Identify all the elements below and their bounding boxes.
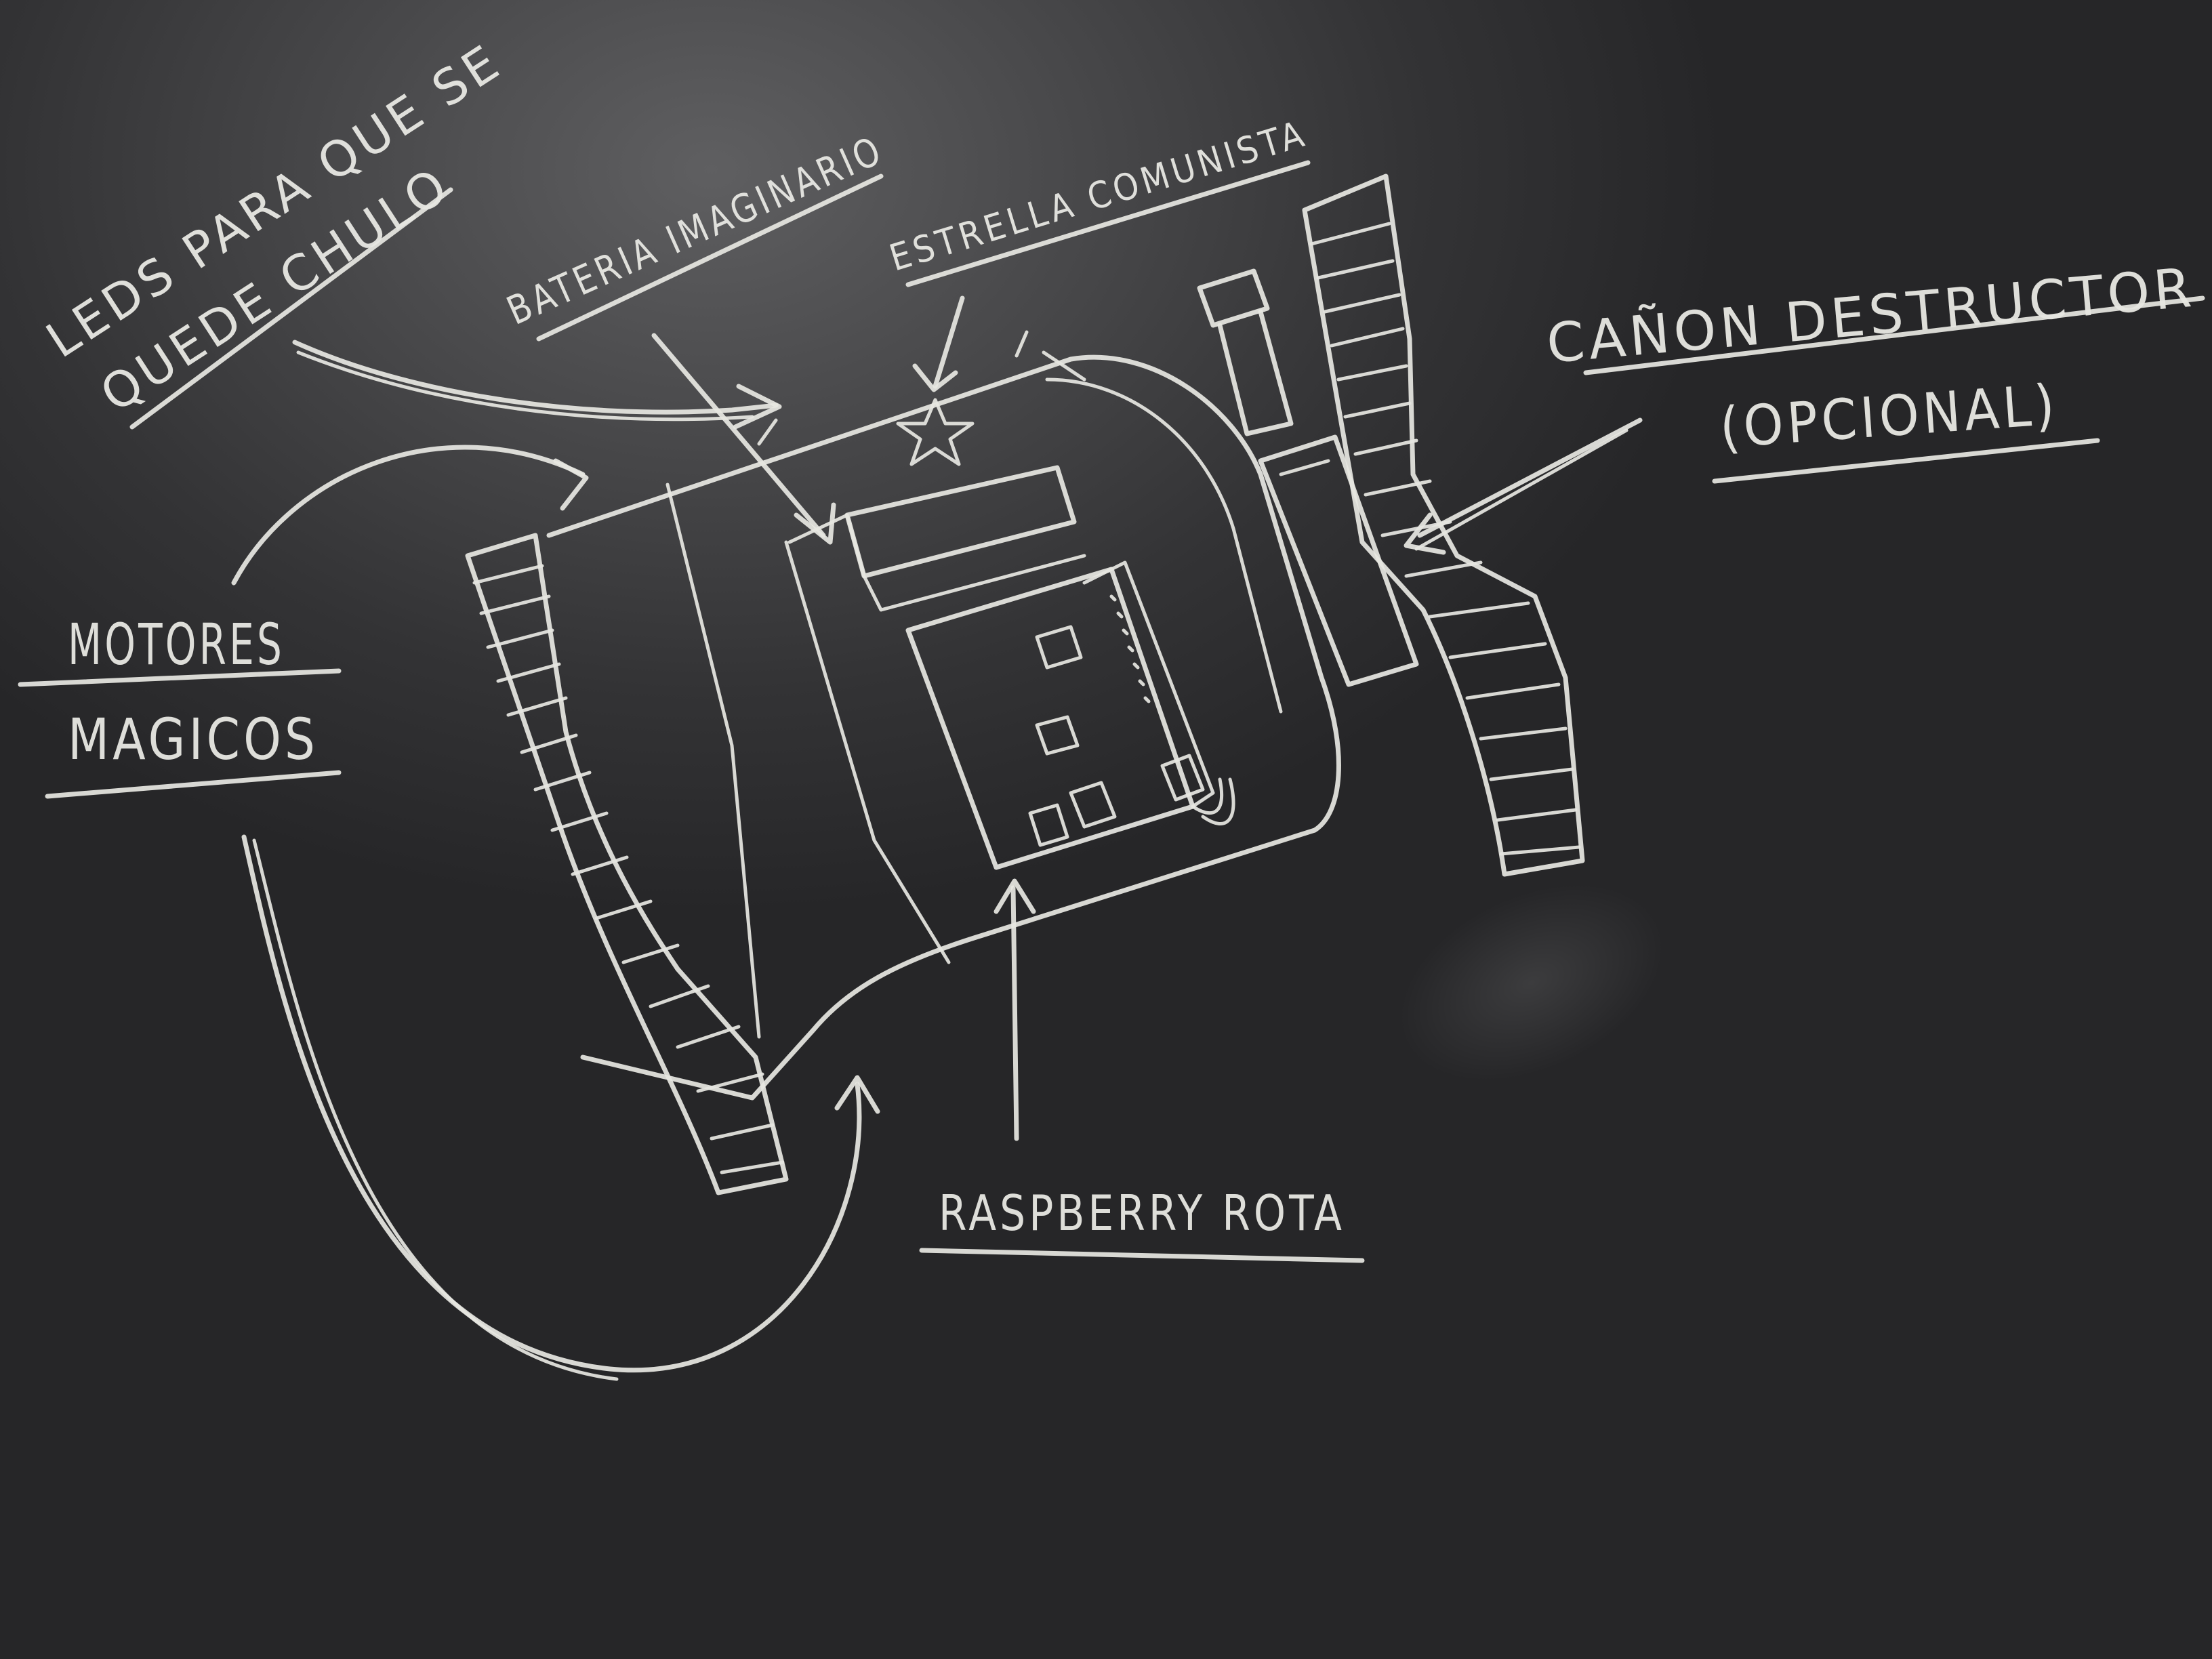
label-raspberry: RASPBERRY ROTA — [919, 1185, 1365, 1263]
raspberry-underline — [919, 1248, 1365, 1263]
gpio-header — [1109, 594, 1151, 703]
battery-outline — [844, 465, 1077, 579]
label-bateria: BATERIA IMAGINARIO — [500, 127, 890, 342]
arrow-bateria — [651, 333, 836, 545]
bateria-underline — [536, 173, 884, 342]
label-raspberry-text: RASPBERRY ROTA — [939, 1185, 1345, 1242]
chassis-outline — [546, 354, 1341, 1101]
cannon-barrel — [1217, 309, 1294, 436]
cannon-tip — [1197, 268, 1270, 328]
canon-underline-1 — [1583, 295, 2205, 375]
right-track — [1302, 173, 1585, 877]
raspberry-board — [905, 560, 1235, 870]
motores-underline-1 — [18, 668, 342, 687]
arrow-leds — [292, 340, 782, 430]
chip-2 — [1035, 715, 1080, 756]
usb-port — [1160, 754, 1205, 802]
label-canon: CAÑON DESTRUCTOR (OPCIONAL) — [1544, 256, 2205, 484]
star-icon — [896, 398, 975, 466]
leds-underline — [129, 187, 453, 430]
arrow-motores-bottom — [241, 834, 880, 1381]
label-bateria-text: BATERIA IMAGINARIO — [500, 127, 890, 334]
estrella-underline — [905, 160, 1311, 287]
label-canon-line1: CAÑON DESTRUCTOR — [1544, 256, 2198, 375]
left-track — [465, 533, 789, 1195]
tank-body — [546, 330, 1341, 1101]
label-leds: LEDS PARA QUE SE QUEDE CHULO — [37, 33, 512, 430]
left-track-outline — [465, 533, 789, 1195]
arrow-canon — [1404, 417, 1643, 555]
label-estrella: ESTRELLA COMUNISTA — [884, 112, 1312, 287]
label-estrella-text: ESTRELLA COMUNISTA — [884, 112, 1311, 279]
cannon — [1197, 268, 1419, 687]
label-motores-line1: MOTORES — [68, 611, 285, 678]
raspberry-outline — [905, 567, 1195, 870]
label-motores: MOTORES MAGICOS — [18, 611, 342, 799]
arrow-motores-top — [231, 445, 589, 586]
chip-1 — [1035, 625, 1083, 670]
motores-underline-2 — [45, 770, 342, 799]
arrow-estrella — [896, 295, 975, 466]
battery-box — [787, 465, 1086, 612]
arrow-raspberry — [994, 878, 1036, 1141]
right-track-outline — [1302, 173, 1585, 877]
cannon-base — [1258, 434, 1419, 687]
label-motores-line2: MAGICOS — [68, 706, 319, 773]
canon-underline-2 — [1712, 438, 2100, 484]
eth-port — [1069, 781, 1117, 829]
